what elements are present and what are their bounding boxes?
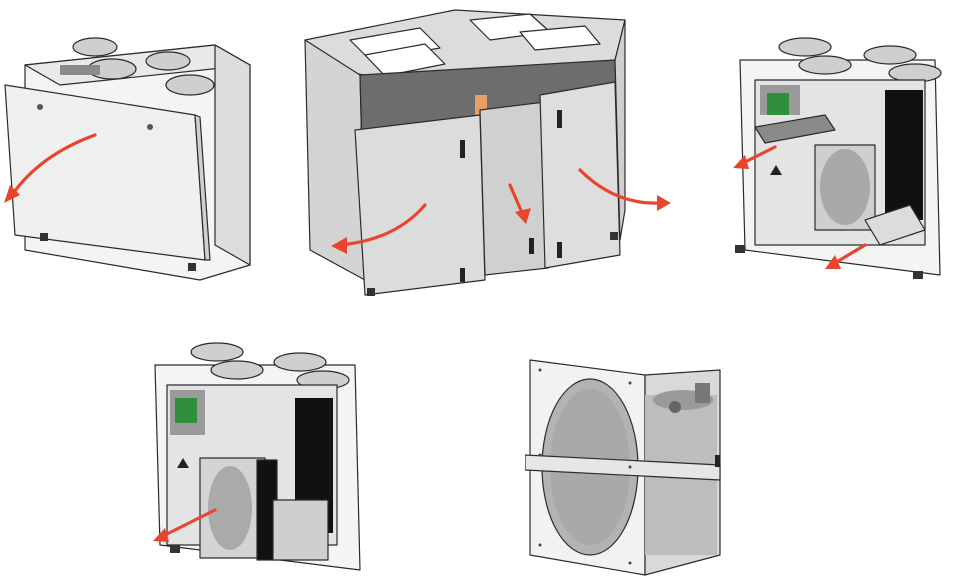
circuit-board xyxy=(175,398,197,423)
left-door xyxy=(354,114,486,296)
arrow-icon xyxy=(508,183,525,217)
arrow-icon xyxy=(578,168,662,205)
arrow-icon xyxy=(338,203,427,247)
step-open-front-door xyxy=(0,35,260,285)
arrow-icon xyxy=(741,145,777,165)
arrow-icon xyxy=(161,508,217,538)
front-door xyxy=(4,84,206,261)
warning-triangle-icon xyxy=(770,165,782,175)
arrow-icon xyxy=(10,133,97,197)
step-rotary-heat-exchanger xyxy=(525,355,730,580)
warning-triangle-icon xyxy=(177,458,189,468)
step-pull-out-heat-exchanger xyxy=(145,340,375,580)
right-door xyxy=(539,81,621,269)
upper-filter xyxy=(754,114,836,144)
duct-collars xyxy=(778,37,942,83)
arrow-icon xyxy=(833,243,867,265)
step-remove-filters xyxy=(725,35,970,285)
duct-collars xyxy=(190,342,350,390)
middle-door xyxy=(479,101,549,276)
lower-filter xyxy=(864,204,926,246)
duct-collars xyxy=(72,37,215,96)
top-openings xyxy=(349,13,601,77)
frame-rivets xyxy=(538,368,632,565)
step-open-double-doors xyxy=(295,0,680,300)
circuit-board xyxy=(767,93,789,115)
